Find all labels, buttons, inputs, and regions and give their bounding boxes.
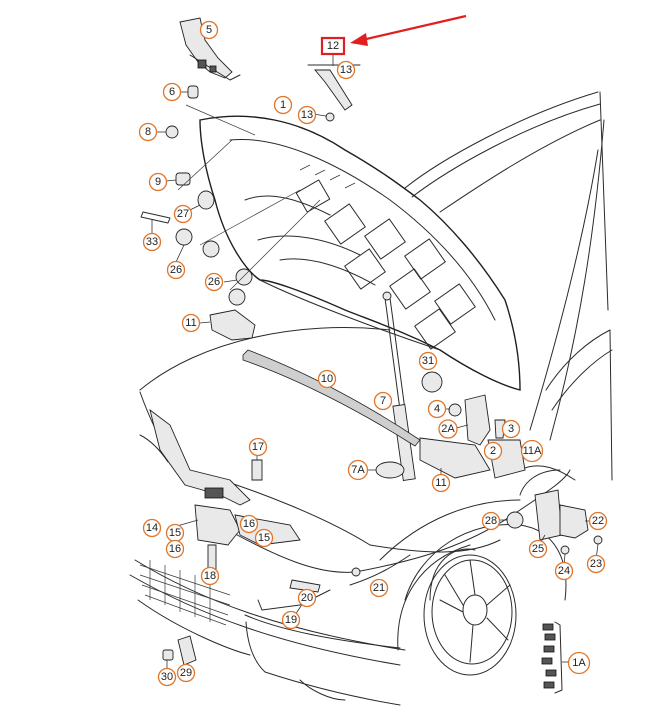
svg-text:18: 18 <box>204 570 216 582</box>
svg-text:29: 29 <box>180 667 192 679</box>
svg-text:25: 25 <box>532 543 544 555</box>
bottom-bracket-parts <box>162 635 197 668</box>
svg-text:15: 15 <box>258 532 270 544</box>
svg-text:4: 4 <box>434 403 440 415</box>
callout-7[interactable]: 7 <box>373 391 393 411</box>
strut-socket-and-bracket <box>368 437 491 479</box>
svg-text:11: 11 <box>185 317 196 329</box>
callout-30[interactable]: 30 <box>157 667 177 687</box>
callout-9[interactable]: 9 <box>148 172 168 192</box>
svg-text:10: 10 <box>321 373 333 385</box>
front-wheel <box>423 548 517 676</box>
svg-text:26: 26 <box>208 276 220 288</box>
svg-text:12: 12 <box>327 40 339 52</box>
svg-text:6: 6 <box>169 86 175 98</box>
callout-16-right[interactable]: 16 <box>239 514 259 534</box>
svg-text:16: 16 <box>243 518 255 530</box>
svg-text:19: 19 <box>285 614 297 626</box>
svg-text:13: 13 <box>340 64 352 76</box>
callout-26-a[interactable]: 26 <box>166 260 186 280</box>
svg-text:23: 23 <box>590 558 602 570</box>
svg-text:17: 17 <box>252 441 264 453</box>
callout-5[interactable]: 5 <box>199 20 219 40</box>
callout-15-left[interactable]: 15 <box>165 523 185 543</box>
svg-text:28: 28 <box>485 515 497 527</box>
seal-strip <box>242 349 421 447</box>
svg-text:5: 5 <box>206 24 212 36</box>
svg-text:2: 2 <box>490 445 496 457</box>
svg-text:1: 1 <box>280 99 286 111</box>
svg-text:24: 24 <box>558 565 570 577</box>
svg-text:11A: 11A <box>523 445 542 457</box>
svg-text:31: 31 <box>422 355 434 367</box>
hood-panel <box>199 115 521 391</box>
svg-text:22: 22 <box>592 515 604 527</box>
svg-text:27: 27 <box>177 208 189 220</box>
callout-1[interactable]: 1 <box>273 95 293 115</box>
hood-lock <box>149 408 331 616</box>
callout-14[interactable]: 14 <box>142 518 162 538</box>
callout-13-mid[interactable]: 13 <box>297 105 317 125</box>
car-body-outline <box>129 91 613 706</box>
callout-11-right[interactable]: 11 <box>431 473 451 493</box>
callout-1A[interactable]: 1A <box>567 651 591 675</box>
callout-2[interactable]: 2 <box>483 441 503 461</box>
callout-16-left[interactable]: 16 <box>165 539 185 559</box>
svg-text:33: 33 <box>146 236 158 248</box>
svg-text:15: 15 <box>169 527 181 539</box>
svg-text:14: 14 <box>146 522 158 534</box>
callout-29[interactable]: 29 <box>176 663 196 683</box>
callout-25[interactable]: 25 <box>528 539 548 559</box>
svg-text:30: 30 <box>161 671 173 683</box>
hood-gas-strut <box>382 291 416 481</box>
svg-text:7A: 7A <box>351 464 365 476</box>
callout-33[interactable]: 33 <box>142 232 162 252</box>
callout-3[interactable]: 3 <box>501 419 521 439</box>
callout-2A[interactable]: 2A <box>438 419 458 439</box>
callout-12[interactable]: 12 <box>320 36 346 56</box>
svg-text:20: 20 <box>301 592 313 604</box>
callout-20[interactable]: 20 <box>297 588 317 608</box>
bolt-set-1A <box>541 621 568 694</box>
callout-8[interactable]: 8 <box>138 122 158 142</box>
callout-6[interactable]: 6 <box>162 82 182 102</box>
svg-text:8: 8 <box>145 126 151 138</box>
callout-31[interactable]: 31 <box>418 351 438 371</box>
left-column-parts <box>140 85 321 341</box>
svg-text:11: 11 <box>435 477 446 489</box>
svg-text:7: 7 <box>380 395 386 407</box>
callout-28[interactable]: 28 <box>481 511 501 531</box>
svg-text:13: 13 <box>301 109 313 121</box>
svg-text:1A: 1A <box>572 657 586 669</box>
callout-19[interactable]: 19 <box>281 610 301 630</box>
callout-7A[interactable]: 7A <box>347 459 369 481</box>
callout-11A[interactable]: 11A <box>520 439 544 463</box>
svg-text:9: 9 <box>155 176 161 188</box>
callout-27[interactable]: 27 <box>173 204 193 224</box>
callout-17[interactable]: 17 <box>248 437 268 457</box>
callout-11-left[interactable]: 11 <box>181 313 201 333</box>
svg-text:21: 21 <box>373 582 385 594</box>
fuel-flap-parts <box>500 489 603 567</box>
red-arrow-indicator <box>350 14 467 46</box>
callout-24[interactable]: 24 <box>554 561 574 581</box>
svg-text:2A: 2A <box>441 423 455 435</box>
callout-18[interactable]: 18 <box>200 566 220 586</box>
svg-text:3: 3 <box>508 423 514 435</box>
callout-4[interactable]: 4 <box>427 399 447 419</box>
svg-text:16: 16 <box>169 543 181 555</box>
callout-22[interactable]: 22 <box>588 511 608 531</box>
callout-labels: 5 12 13 6 1 13 8 9 27 33 26 26 11 10 31 … <box>138 20 608 687</box>
callout-10[interactable]: 10 <box>317 369 337 389</box>
callout-15-right[interactable]: 15 <box>254 528 274 548</box>
svg-text:26: 26 <box>170 264 182 276</box>
callout-13-top[interactable]: 13 <box>336 60 356 80</box>
callout-21[interactable]: 21 <box>369 578 389 598</box>
callout-23[interactable]: 23 <box>586 554 606 574</box>
callout-26-b[interactable]: 26 <box>204 272 224 292</box>
